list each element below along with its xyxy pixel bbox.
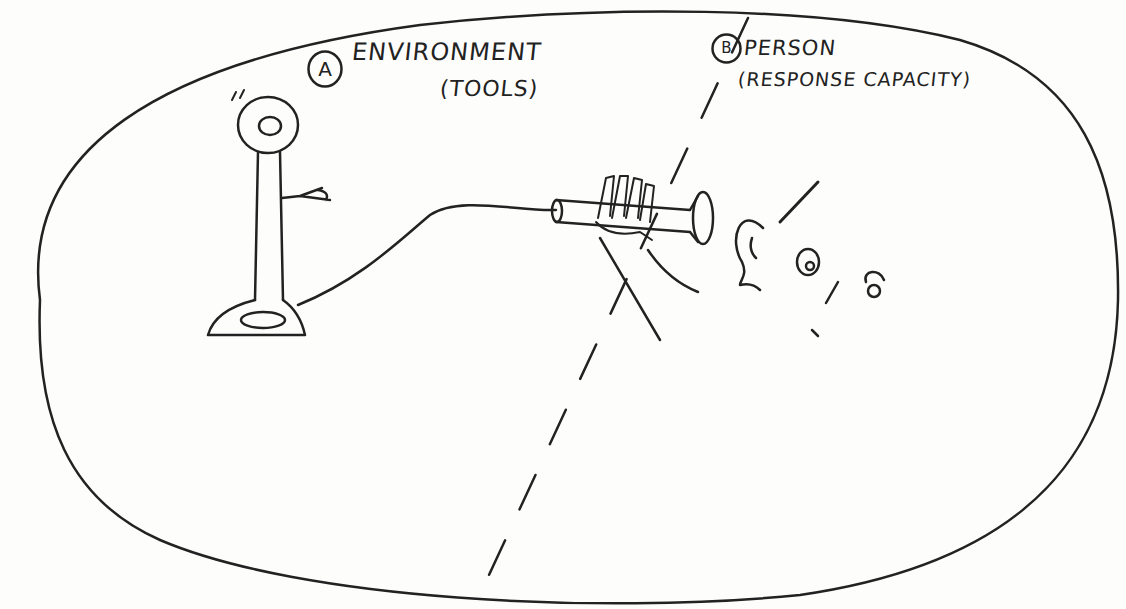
telephone xyxy=(208,90,556,335)
circled-letter: A xyxy=(307,50,343,88)
handwritten-label: ENVIRONMENT xyxy=(351,38,544,66)
person-head xyxy=(736,182,884,336)
handwritten-label: (RESPONSE CAPACITY) xyxy=(737,68,972,90)
callout-letter: B xyxy=(721,41,731,56)
divider-line xyxy=(482,18,748,590)
phone-cord xyxy=(298,205,556,305)
circled-letter: B xyxy=(711,33,742,64)
earpiece-hand xyxy=(552,176,713,340)
handwritten-label: PERSON xyxy=(743,36,838,60)
outer-ellipse xyxy=(38,11,1118,603)
handwritten-label: (TOOLS) xyxy=(439,76,540,101)
callout-letter: A xyxy=(318,59,332,79)
